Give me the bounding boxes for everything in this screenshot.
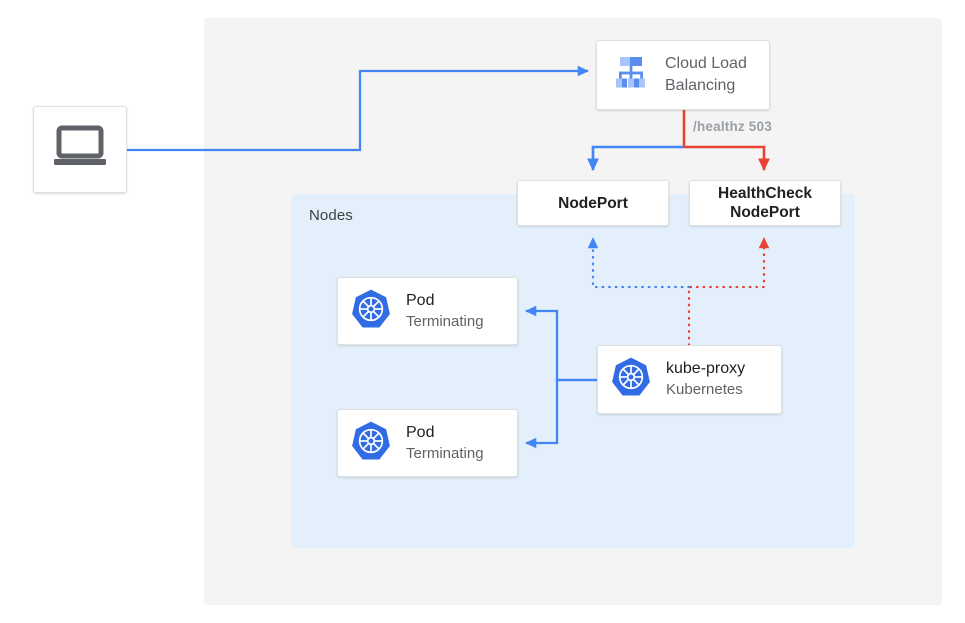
kubernetes-icon bbox=[350, 288, 392, 335]
pod-title-2: Pod bbox=[406, 423, 435, 441]
kubernetes-icon bbox=[350, 420, 392, 467]
kube-proxy-subtitle: Kubernetes bbox=[666, 381, 743, 398]
cloud-load-balancing-node[interactable]: Cloud Load Balancing bbox=[596, 40, 770, 110]
nodes-panel-label: Nodes bbox=[309, 207, 353, 224]
nodeport-node[interactable]: NodePort bbox=[517, 180, 669, 226]
healthz-status-label: /healthz 503 bbox=[693, 119, 772, 134]
pod-status-2: Terminating bbox=[406, 444, 484, 462]
kube-proxy-title: kube-proxy bbox=[666, 360, 746, 377]
kubernetes-icon bbox=[610, 356, 652, 403]
pod-status-1: Terminating bbox=[406, 312, 484, 330]
nodeport-label: NodePort bbox=[558, 194, 628, 212]
cloud-load-balancing-icon bbox=[611, 53, 651, 98]
pod-node-1[interactable]: Pod Terminating bbox=[337, 277, 518, 345]
kube-proxy-node[interactable]: kube-proxy Kubernetes bbox=[597, 345, 782, 414]
client-node[interactable] bbox=[33, 106, 127, 193]
healthcheck-nodeport-label: HealthCheck NodePort bbox=[718, 185, 812, 221]
pod-node-2[interactable]: Pod Terminating bbox=[337, 409, 518, 477]
cloud-load-balancing-label: Cloud Load Balancing bbox=[665, 55, 747, 94]
healthcheck-nodeport-node[interactable]: HealthCheck NodePort bbox=[689, 180, 841, 226]
pod-title-1: Pod bbox=[406, 291, 435, 309]
laptop-icon bbox=[52, 125, 108, 174]
